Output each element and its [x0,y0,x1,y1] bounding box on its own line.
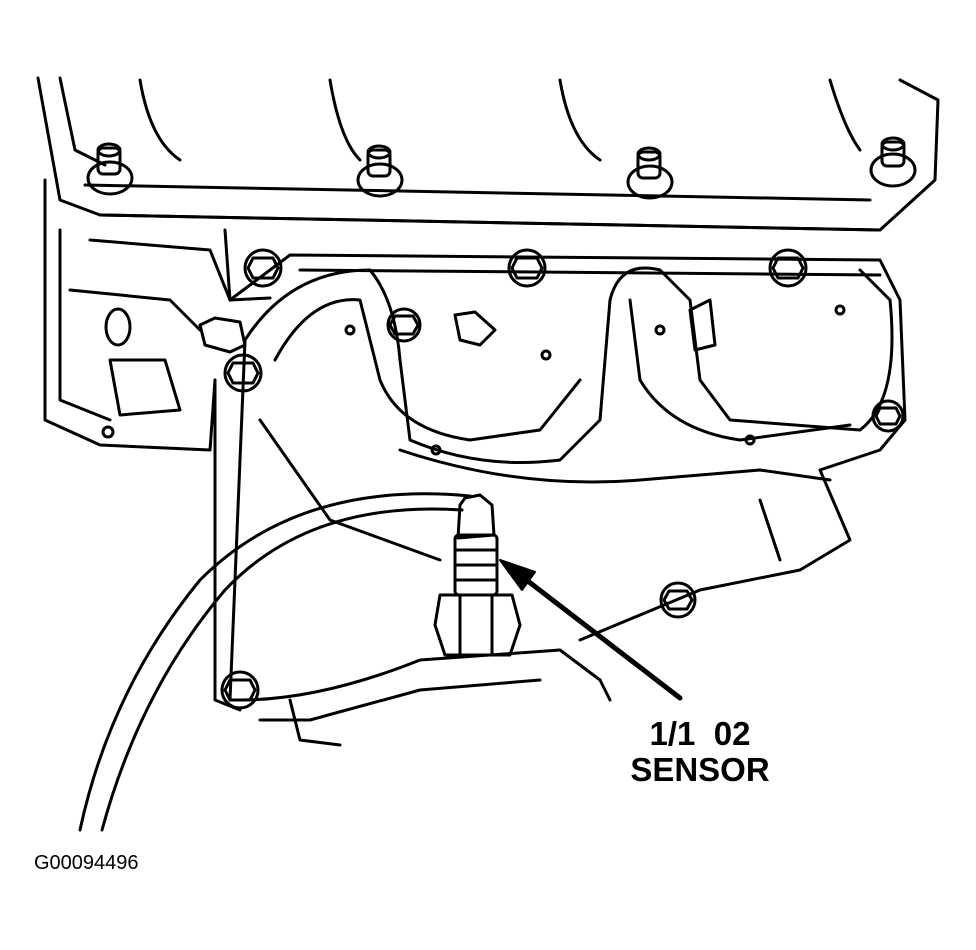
bolt [507,248,547,288]
bolt [386,307,422,343]
bolt [356,144,404,198]
bolt [768,248,808,288]
flange-dots [344,304,846,456]
bolt [243,248,283,288]
cylinder-head [43,178,272,452]
o2-sensor-callout: 1/1 02 SENSOR [600,716,800,788]
callout-line-1: 1/1 02 [649,715,751,752]
bolt [871,399,905,433]
bolt [869,136,917,188]
intake-manifold [36,76,940,232]
bolt [220,670,260,710]
bolt [626,146,674,200]
exhaust-manifold [213,266,894,747]
callout-line-2: SENSOR [630,751,770,788]
studs [198,298,717,354]
bolt [223,353,263,393]
bolt [659,581,697,619]
callout-arrow [499,559,683,701]
figure-id: G00094496 [34,852,139,874]
manifold-bolts [220,248,905,710]
intake-bolts [86,136,917,200]
manifold-flange [228,253,907,472]
bolt [86,142,134,196]
o2-sensor [433,493,522,657]
sensor-wire [78,492,472,832]
